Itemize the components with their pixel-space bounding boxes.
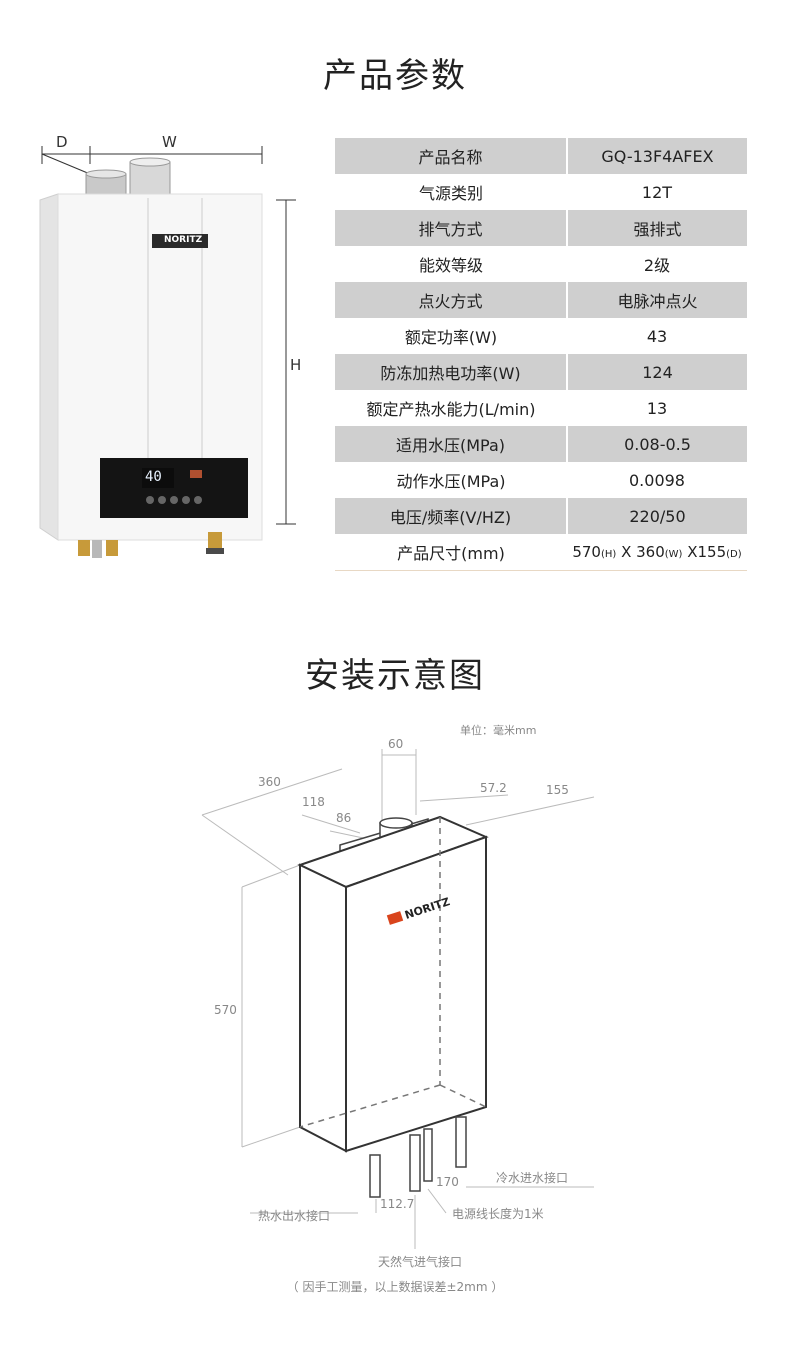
table-row: 电压/频率(V/HZ)220/50 — [335, 498, 747, 534]
size-d-unit: (D) — [726, 548, 742, 560]
dim-170: 170 — [436, 1175, 459, 1189]
install-diagram: 60 360 57.2 155 118 86 570 112.7 170 冷水进… — [190, 715, 610, 1305]
spec-value: 强排式 — [567, 210, 747, 246]
dim-h-label: H — [290, 356, 302, 374]
spec-key: 额定产热水能力(L/min) — [366, 400, 536, 419]
dim-570: 570 — [214, 1003, 237, 1017]
product-image: D W H NORITZ 40 — [30, 128, 320, 568]
spec-value: 43 — [646, 326, 668, 346]
label-hot-water-outlet: 热水出水接口 — [258, 1209, 331, 1223]
spec-key: 气源类别 — [418, 184, 483, 203]
spec-key: 防冻加热电功率(W) — [335, 354, 568, 390]
dim-86: 86 — [336, 811, 352, 825]
display-temperature: 40 — [145, 469, 162, 485]
table-row: 气源类别 12T — [335, 174, 747, 210]
spec-key: 产品尺寸(mm) — [335, 534, 567, 571]
dim-112-7: 112.7 — [380, 1197, 415, 1211]
table-row: 动作水压(MPa) 0.0098 — [335, 462, 747, 498]
spec-key: 动作水压(MPa) — [396, 472, 506, 491]
size-h-unit: (H) — [600, 548, 617, 560]
dim-d-label: D — [56, 133, 68, 151]
label-power-cable: 电源线长度为1米 — [452, 1207, 544, 1221]
spec-value: 电脉冲点火 — [567, 282, 747, 318]
install-drawing — [201, 749, 595, 1249]
spec-key: 产品名称 — [335, 138, 568, 174]
table-row: 额定产热水能力(L/min) 13 — [335, 390, 747, 426]
spec-value: GQ-13F4AFEX — [567, 138, 747, 174]
dim-57-2: 57.2 — [480, 781, 507, 795]
brand-logo: NORITZ — [164, 235, 203, 245]
size-h: 570 — [572, 542, 601, 561]
spec-value: 124 — [567, 354, 747, 390]
table-row: 产品尺寸(mm) 570(H) X 360(W) X155(D) — [335, 534, 747, 571]
spec-value-size: 570(H) X 360(W) X155(D) — [567, 534, 747, 571]
dim-360: 360 — [258, 775, 281, 789]
spec-value: 220/50 — [567, 498, 747, 534]
dim-118: 118 — [302, 795, 325, 809]
table-row: 防冻加热电功率(W)124 — [335, 354, 747, 390]
install-diagram-title: 安装示意图 — [305, 656, 485, 696]
size-d: X155 — [682, 542, 727, 561]
heater-drawing — [39, 146, 296, 558]
spec-key: 能效等级 — [418, 256, 483, 275]
unit-note: 单位：毫米mm — [460, 724, 537, 737]
spec-value: 0.0098 — [629, 470, 685, 490]
spec-value: 13 — [646, 398, 668, 418]
table-row: 适用水压(MPa)0.08-0.5 — [335, 426, 747, 462]
dim-155: 155 — [546, 783, 569, 797]
measure-note: （ 因手工测量，以上数据误差±2mm ） — [286, 1280, 504, 1294]
dim-60: 60 — [388, 737, 404, 751]
size-w-unit: (W) — [664, 548, 683, 560]
table-row: 点火方式电脉冲点火 — [335, 282, 747, 318]
table-row: 能效等级 2级 — [335, 246, 747, 282]
table-row: 额定功率(W) 43 — [335, 318, 747, 354]
product-params-title: 产品参数 — [323, 56, 467, 96]
label-cold-water-inlet: 冷水进水接口 — [496, 1171, 569, 1185]
spec-value: 0.08-0.5 — [567, 426, 747, 462]
size-w: X 360 — [616, 542, 665, 561]
spec-value: 12T — [641, 182, 673, 202]
spec-key: 额定功率(W) — [404, 328, 498, 347]
spec-key: 排气方式 — [335, 210, 568, 246]
label-gas-inlet: 天然气进气接口 — [378, 1255, 463, 1269]
spec-key: 点火方式 — [335, 282, 568, 318]
dim-w-label: W — [162, 133, 177, 151]
spec-key: 电压/频率(V/HZ) — [335, 498, 568, 534]
table-row: 排气方式强排式 — [335, 210, 747, 246]
spec-key: 适用水压(MPa) — [335, 426, 568, 462]
spec-value: 2级 — [643, 256, 671, 275]
